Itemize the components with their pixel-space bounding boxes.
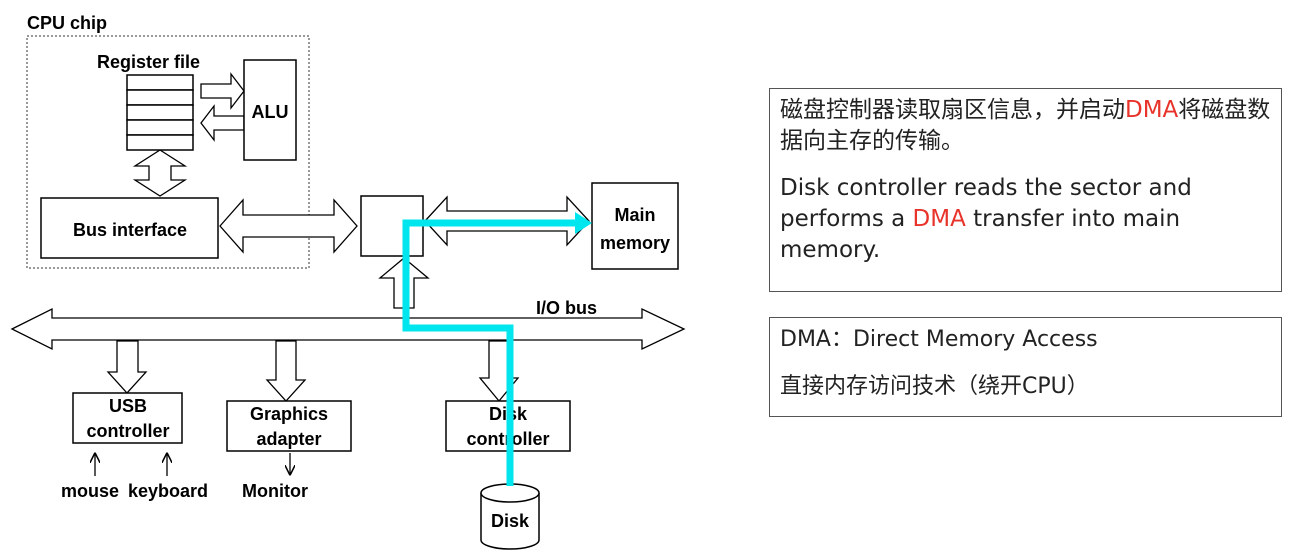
usb-controller-box (72, 392, 183, 444)
dma-explanation-english: Disk controller reads the sector and per… (780, 175, 1192, 263)
dma-transfer-arrowhead (575, 212, 592, 234)
register-bus-interface-arrow (132, 149, 188, 197)
mouse-label: mouse (61, 481, 119, 501)
io-bus (10, 307, 686, 351)
disk-label: Disk (491, 511, 530, 531)
dma-transfer-path (402, 219, 577, 486)
usb-controller-label-line1: USB (109, 396, 147, 416)
disk-cylinder (480, 483, 540, 550)
main-memory-label-line2: memory (600, 233, 670, 253)
monitor-label: Monitor (242, 481, 308, 501)
graphics-adapter-label-line2: adapter (256, 429, 321, 449)
graphics-adapter-box (226, 400, 352, 452)
io-bus-label: I/O bus (536, 298, 597, 318)
cpu-chip-label: CPU chip (27, 13, 107, 33)
dma-explanation-chinese: 磁盘控制器读取扇区信息，并启动DMA将磁盘数据向主存的传输。 (780, 97, 1271, 154)
dma-definition-chinese: 直接内存访问技术（绕开CPU） (780, 374, 1089, 399)
register-file (126, 74, 194, 151)
computer-architecture-diagram: CPU chip Register file ALU Bus interface… (10, 13, 686, 550)
usb-controller-label-line2: controller (86, 421, 169, 441)
dma-highlight-cn: DMA (1125, 97, 1179, 123)
dma-highlight-en: DMA (912, 206, 966, 232)
alu-to-register-arrow (200, 104, 245, 142)
register-to-alu-arrow (200, 72, 245, 110)
register-file-label: Register file (97, 52, 200, 72)
dma-definition-english: DMA：Direct Memory Access (780, 327, 1098, 352)
system-bus-arrow (219, 198, 358, 254)
graphics-adapter-label-line1: Graphics (250, 404, 328, 424)
dma-definition-box: DMA：Direct Memory Access 直接内存访问技术（绕开CPU） (769, 317, 1282, 417)
bus-interface-label: Bus interface (73, 220, 187, 240)
bus-interface-box (40, 197, 219, 259)
alu-box (243, 59, 297, 161)
main-memory-label-line1: Main (614, 205, 655, 225)
bus-to-usb-arrow (106, 340, 148, 394)
keyboard-label: keyboard (128, 481, 208, 501)
alu-label: ALU (252, 102, 289, 122)
main-memory-box (591, 182, 679, 270)
cpu-chip-boundary (26, 35, 310, 269)
bus-to-graphics-arrow (265, 340, 307, 402)
dma-explanation-box: 磁盘控制器读取扇区信息，并启动DMA将磁盘数据向主存的传输。 Disk cont… (769, 88, 1282, 292)
